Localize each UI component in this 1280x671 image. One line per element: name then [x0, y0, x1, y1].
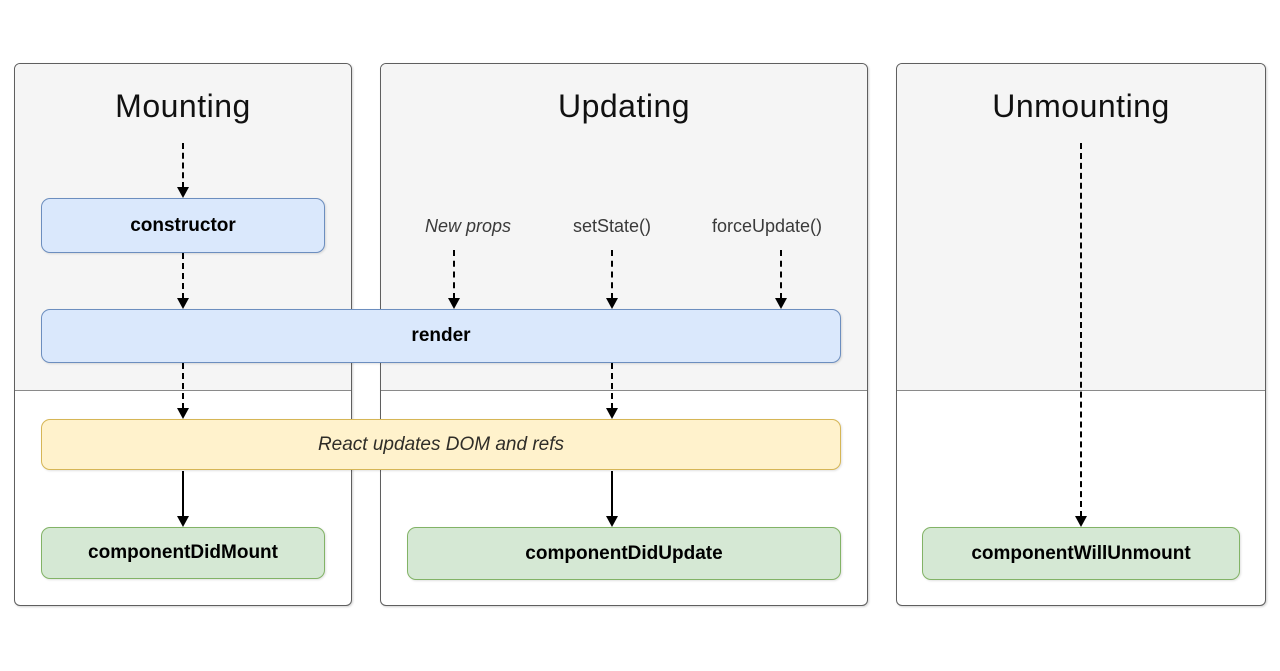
arrow-stem [182, 363, 184, 409]
arrowhead-icon [177, 516, 189, 527]
arrowhead-icon [177, 187, 189, 198]
arrowhead-icon [606, 298, 618, 309]
arrowhead-icon [1075, 516, 1087, 527]
trigger-label-new-props: New props [424, 216, 512, 236]
arrow-stem [611, 471, 613, 517]
arrow-stem [182, 143, 184, 188]
node-react-updates-dom-and-refs: React updates DOM and refs [41, 419, 841, 470]
panel-title-unmounting: Unmounting [992, 88, 1170, 124]
node-component-did-mount: componentDidMount [41, 527, 325, 579]
arrow-stem [182, 471, 184, 517]
trigger-label-setstate: setState() [572, 216, 652, 236]
node-component-did-update: componentDidUpdate [407, 527, 841, 580]
arrow-stem [182, 253, 184, 299]
arrow-stem [611, 250, 613, 299]
node-render: render [41, 309, 841, 363]
arrow-stem [780, 250, 782, 299]
arrowhead-icon [606, 516, 618, 527]
arrow-stem [611, 363, 613, 409]
arrowhead-icon [177, 408, 189, 419]
arrowhead-icon [177, 298, 189, 309]
node-constructor: constructor [41, 198, 325, 253]
arrowhead-icon [606, 408, 618, 419]
arrowhead-icon [448, 298, 460, 309]
panel-title-updating: Updating [557, 88, 691, 124]
node-component-will-unmount: componentWillUnmount [922, 527, 1240, 580]
arrow-stem [1080, 143, 1082, 517]
trigger-label-forceupdate: forceUpdate() [711, 216, 823, 236]
panel-title-mounting: Mounting [115, 88, 251, 124]
arrowhead-icon [775, 298, 787, 309]
arrow-stem [453, 250, 455, 299]
